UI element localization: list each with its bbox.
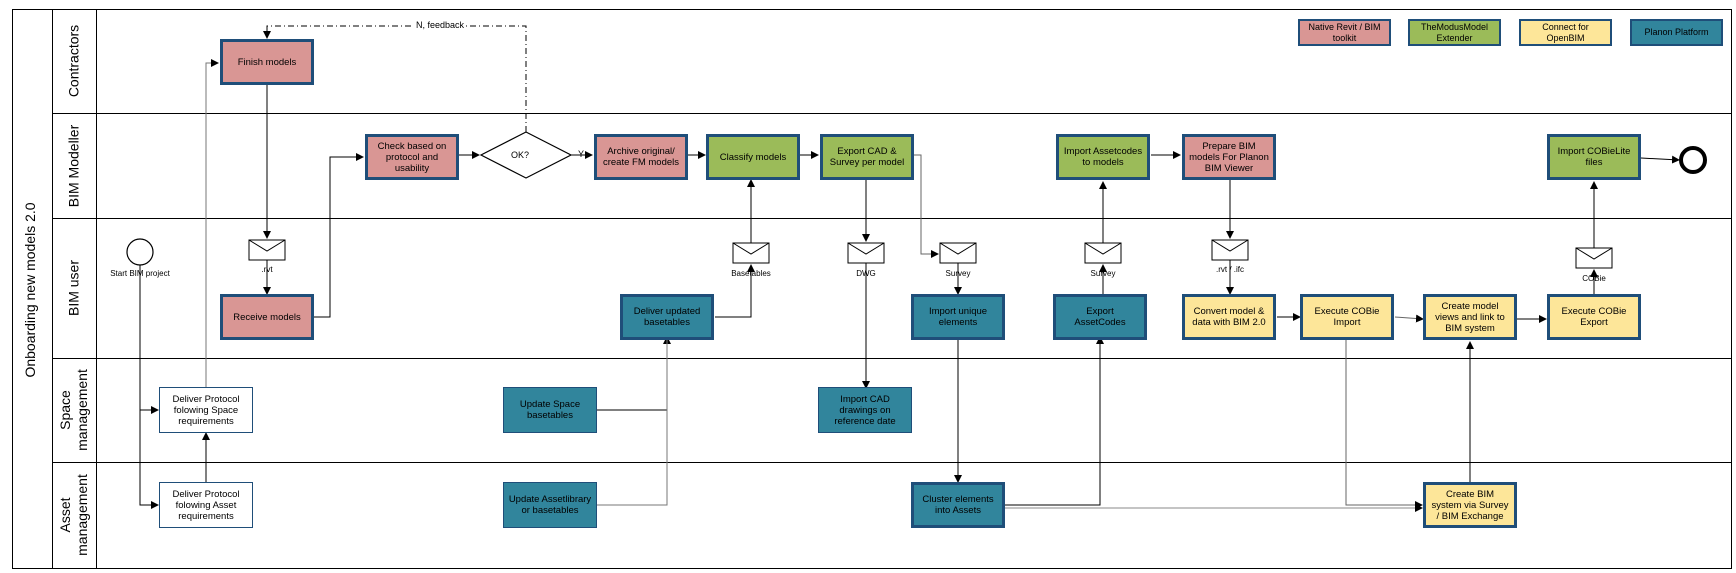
task-export-assetcodes[interactable]: Export AssetCodes: [1053, 294, 1147, 340]
message-envelope-survey-2: [1084, 242, 1122, 264]
message-label-cobie: COBie: [1582, 274, 1606, 283]
lane-separator: [52, 462, 1732, 463]
task-classify-models[interactable]: Classify models: [706, 134, 800, 180]
lane-separator: [52, 358, 1732, 359]
message-label-survey: Survey: [945, 269, 971, 278]
task-export-cad-survey[interactable]: Export CAD & Survey per model: [820, 134, 914, 180]
lane-header-divider: [96, 9, 97, 569]
task-execute-cobie-export[interactable]: Execute COBie Export: [1547, 294, 1641, 340]
task-deliver-protocol-space[interactable]: Deliver Protocol folowing Space requirem…: [159, 387, 253, 433]
pool-divider: [52, 9, 53, 569]
start-event: [126, 238, 154, 266]
task-import-cobielite[interactable]: Import COBieLite files: [1547, 134, 1641, 180]
gateway-no-label: N, feedback: [414, 20, 467, 30]
message-envelope-basetables: [732, 242, 770, 264]
message-envelope-dwg: [847, 242, 885, 264]
message-envelope-rvt: [248, 239, 286, 261]
message-label-rvt: .rvt: [261, 265, 273, 274]
task-deliver-protocol-asset[interactable]: Deliver Protocol folowing Asset requirem…: [159, 482, 253, 528]
legend-connect-openbim: Connect for OpenBIM: [1519, 19, 1612, 46]
feedback-flow: [263, 25, 527, 132]
legend-native-revit: Native Revit / BIM toolkit: [1298, 19, 1391, 46]
legend-modus-model: TheModusModel Extender: [1408, 19, 1501, 46]
message-envelope-cobie: [1575, 247, 1613, 269]
message-label-survey-2: Survey: [1090, 269, 1116, 278]
message-envelope-survey: [939, 242, 977, 264]
task-update-assetlibrary[interactable]: Update Assetlibrary or basetables: [503, 482, 597, 528]
task-check-protocol[interactable]: Check based on protocol and usability: [365, 134, 459, 180]
pool-frame: [12, 9, 1732, 569]
task-import-assetcodes[interactable]: Import Assetcodes to models: [1056, 134, 1150, 180]
task-finish-models[interactable]: Finish models: [220, 39, 314, 85]
task-import-unique[interactable]: Import unique elements: [911, 294, 1005, 340]
message-label-dwg: DWG: [856, 269, 876, 278]
start-event-label: Start BIM project: [110, 269, 170, 278]
end-event: [1679, 146, 1707, 174]
task-prepare-bim[interactable]: Prepare BIM models For Planon BIM Viewer: [1182, 134, 1276, 180]
task-create-bim-system[interactable]: Create BIM system via Survey / BIM Excha…: [1423, 482, 1517, 528]
message-label-basetables: Basetables: [731, 269, 771, 278]
lane-separator: [52, 218, 1732, 219]
gateway-yes-label: Y: [578, 149, 585, 159]
task-create-model-views[interactable]: Create model views and link to BIM syste…: [1423, 294, 1517, 340]
message-envelope-rvt-ifc: [1211, 239, 1249, 261]
message-label-rvt-ifc: .rvt / .ifc: [1216, 265, 1244, 274]
task-convert-model[interactable]: Convert model & data with BIM 2.0: [1182, 294, 1276, 340]
task-execute-cobie-import[interactable]: Execute COBie Import: [1300, 294, 1394, 340]
ok-gateway: [479, 131, 573, 179]
task-archive-original[interactable]: Archive original/ create FM models: [594, 134, 688, 180]
task-update-space-basetables[interactable]: Update Space basetables: [503, 387, 597, 433]
legend-planon: Planon Platform: [1630, 19, 1723, 46]
lane-separator: [52, 113, 1732, 114]
task-cluster-elements[interactable]: Cluster elements into Assets: [911, 482, 1005, 528]
task-receive-models[interactable]: Receive models: [220, 294, 314, 340]
gateway-label: OK?: [511, 150, 530, 160]
task-deliver-basetables[interactable]: Deliver updated basetables: [620, 294, 714, 340]
task-import-cad-drawings[interactable]: Import CAD drawings on reference date: [818, 387, 912, 433]
